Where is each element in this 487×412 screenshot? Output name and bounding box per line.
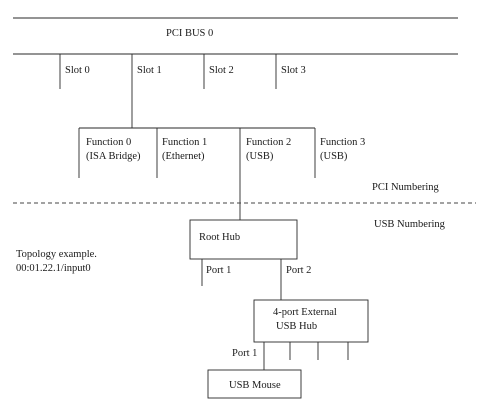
root-hub-label: Root Hub [199,232,240,243]
pci-bus-title: PCI BUS 0 [166,28,213,39]
function-0-detail: (ISA Bridge) [86,151,141,162]
slot-0-label: Slot 0 [65,65,90,76]
root-hub-port-1-label: Port 1 [206,265,231,276]
function-1-name: Function 1 [162,137,207,148]
function-3-name: Function 3 [320,137,365,148]
usb-mouse-label: USB Mouse [229,380,281,391]
function-3-detail: (USB) [320,151,348,162]
external-hub-port-1-label: Port 1 [232,348,257,359]
function-2-detail: (USB) [246,151,274,162]
external-hub-line-2: USB Hub [276,321,317,332]
pci-numbering-label: PCI Numbering [372,182,440,193]
function-0-name: Function 0 [86,137,131,148]
root-hub-box [189,219,298,260]
function-1-detail: (Ethernet) [162,151,205,162]
usb-mouse-box [207,369,302,399]
external-hub-line-1: 4-port External [273,307,337,318]
external-usb-hub-box [253,299,369,343]
slot-2-label: Slot 2 [209,65,234,76]
slot-1-label: Slot 1 [137,65,162,76]
slot-3-label: Slot 3 [281,65,306,76]
usb-numbering-label: USB Numbering [374,219,446,230]
root-hub-port-2-label: Port 2 [286,265,311,276]
function-2-name: Function 2 [246,137,291,148]
topology-example-heading: Topology example. [16,249,97,260]
topology-example-path: 00:01.22.1/input0 [16,263,91,274]
